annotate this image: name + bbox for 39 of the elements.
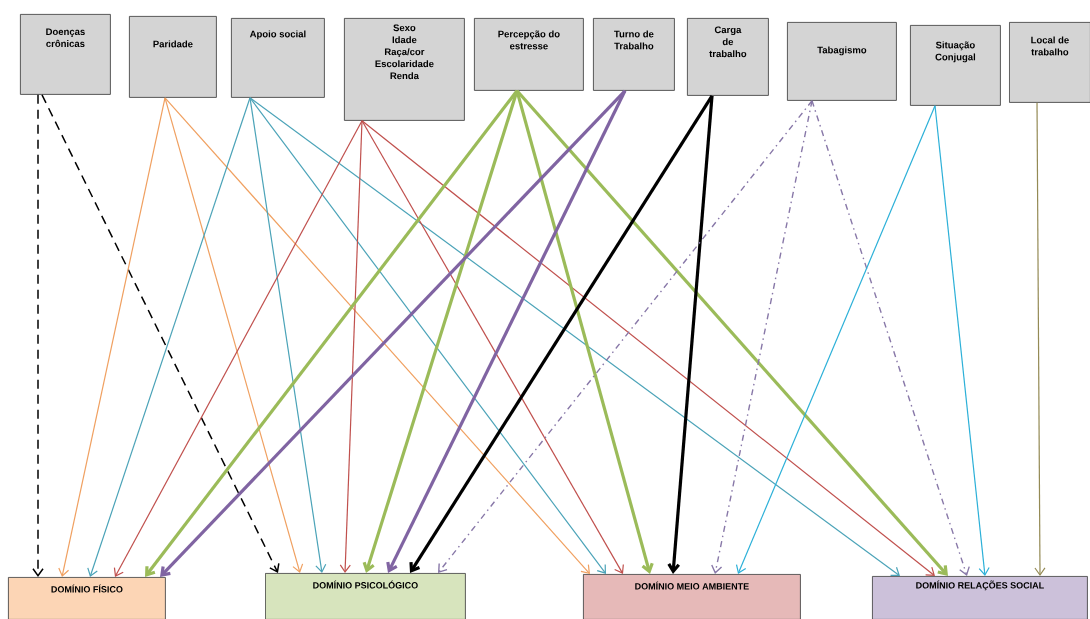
factor-box: Paridade	[129, 16, 217, 98]
factor-box: Apoio social	[231, 18, 325, 98]
arrow	[145, 89, 519, 577]
domain-box: DOMÍNIO FÍSICO	[8, 577, 166, 619]
arrow	[361, 120, 624, 574]
domain-box: DOMÍNIO MEIO AMBIENTE	[583, 574, 801, 619]
factor-box: Carga de trabalho	[687, 18, 769, 96]
arrow	[249, 97, 606, 574]
factor-box: Local de trabalho	[1009, 22, 1090, 103]
factor-box: Percepção do estresse	[474, 18, 584, 91]
domain-box: DOMÍNIO PSICOLÓGICO	[265, 573, 466, 619]
arrow	[249, 97, 900, 576]
arrow	[41, 94, 280, 573]
arrow	[667, 95, 714, 574]
arrow	[934, 105, 990, 576]
arrow	[409, 94, 714, 573]
arrow	[164, 97, 304, 573]
arrow	[87, 97, 251, 577]
arrow	[362, 90, 519, 573]
domain-box: DOMÍNIO RELAÇÕES SOCIAL	[872, 576, 1088, 619]
arrow	[361, 120, 935, 576]
arrow	[811, 100, 970, 576]
arrow	[515, 90, 654, 574]
factor-box: Tabagismo	[787, 22, 897, 101]
arrow	[735, 105, 936, 574]
factor-box: Turno de Trabalho	[593, 18, 675, 91]
arrow	[58, 97, 166, 577]
factor-box: Doenças crônicas	[20, 14, 111, 95]
arrow	[515, 89, 948, 576]
arrow	[1034, 102, 1046, 576]
arrow	[386, 90, 627, 573]
arrow	[249, 97, 327, 573]
factor-box: Sexo Idade Raça/cor Escolaridade Renda	[344, 18, 465, 121]
arrow	[339, 120, 363, 573]
arrow	[438, 100, 813, 573]
arrow	[32, 94, 44, 577]
arrow	[711, 100, 813, 574]
arrow	[113, 120, 363, 577]
factor-box: Situação Conjugal	[910, 25, 1001, 106]
